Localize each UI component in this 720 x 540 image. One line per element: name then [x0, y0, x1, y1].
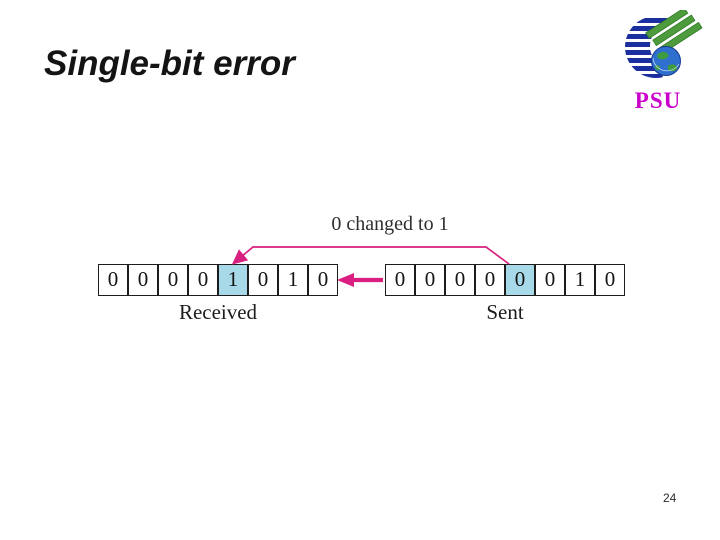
bit-cell: 0 [158, 264, 188, 296]
bit-cell: 0 [415, 264, 445, 296]
bit-cell: 0 [595, 264, 625, 296]
bit-cell: 1 [278, 264, 308, 296]
bit-cell: 0 [475, 264, 505, 296]
sent-label: Sent [486, 300, 524, 324]
bit-cell: 0 [535, 264, 565, 296]
globe-icon [651, 46, 681, 76]
bit-cell: 0 [308, 264, 338, 296]
bit-cell: 0 [98, 264, 128, 296]
bit-cell: 0 [385, 264, 415, 296]
bit-change-annotation: 0 changed to 1 [331, 213, 449, 235]
psu-logo: PSU [616, 7, 708, 118]
bit-cell: 1 [565, 264, 595, 296]
bit-cell: 0 [128, 264, 158, 296]
sent-to-received-arrow [337, 273, 383, 287]
bit-cell: 0 [505, 264, 535, 296]
bit-cell: 0 [188, 264, 218, 296]
psu-logo-text: PSU [634, 88, 682, 113]
bit-cell: 0 [248, 264, 278, 296]
psu-logo-icon [625, 7, 703, 78]
logo-stripes [645, 7, 703, 54]
bit-change-arrow [231, 246, 510, 265]
bit-cell: 0 [445, 264, 475, 296]
received-label: Received [178, 300, 258, 324]
page-number: 24 [663, 491, 677, 505]
page-title: Single-bit error [44, 44, 295, 83]
bit-cell: 1 [218, 264, 248, 296]
